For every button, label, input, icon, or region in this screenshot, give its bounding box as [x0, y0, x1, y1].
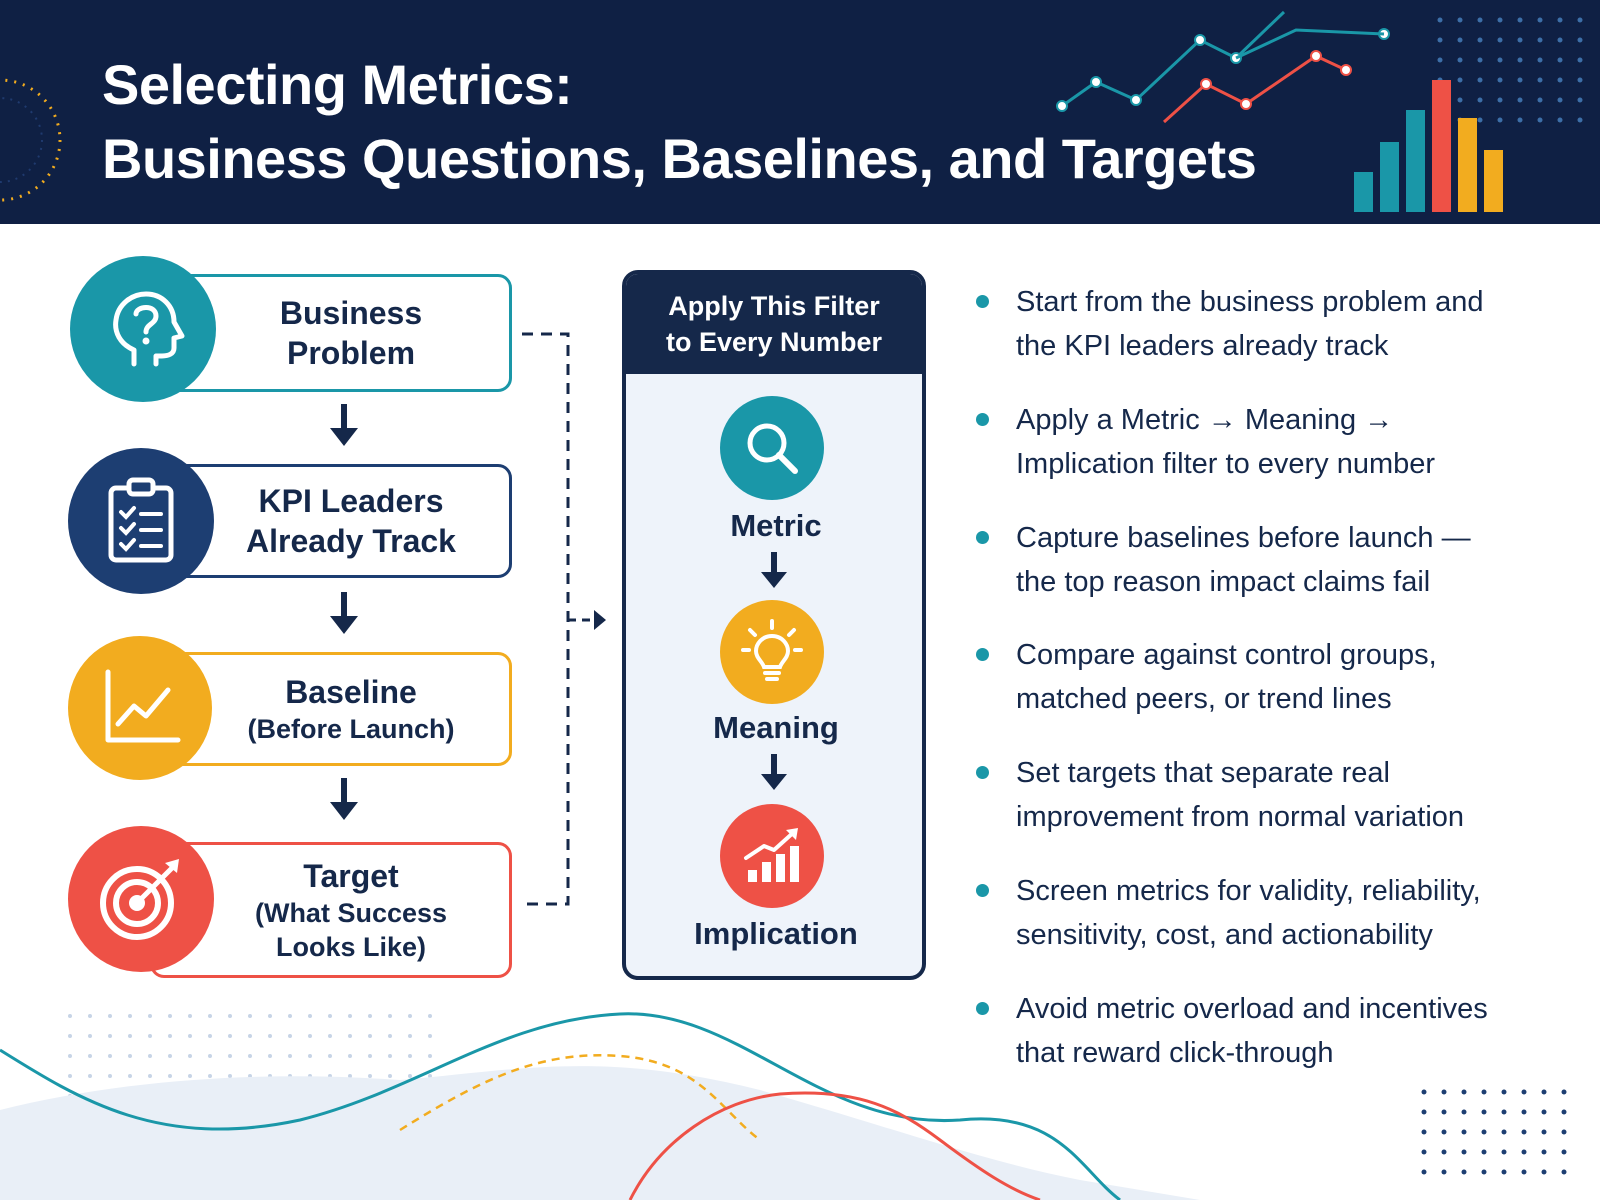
bottom-wave-decoration [0, 1012, 1567, 1200]
down-arrow-icon [330, 404, 358, 446]
filter-step-metric: Metric [730, 508, 822, 543]
filter-panel-header: Apply This Filter to Every Number [626, 274, 922, 374]
flow-box-baseline: Baseline (Before Launch) [150, 652, 512, 766]
title-line-2: Business Questions, Baselines, and Targe… [102, 127, 1257, 190]
lightbulb-icon [720, 600, 824, 704]
target-arrow-icon [68, 826, 214, 972]
head-question-icon [70, 256, 216, 402]
dotted-arc-decoration [0, 78, 62, 202]
magnifier-icon [720, 396, 824, 500]
flow-label-line-1: Target [303, 858, 399, 894]
dashed-connector [522, 332, 606, 906]
bullet-dot [976, 531, 989, 544]
flow-label-line-1: Business [279, 295, 423, 331]
teal-trend-line [1061, 10, 1286, 108]
flow-label-line-2: Problem [286, 335, 416, 371]
down-arrow-icon [761, 552, 787, 588]
flow-label-line-1: KPI Leaders [258, 483, 444, 519]
bullet-dot [976, 884, 989, 897]
filter-header-line-1: Apply This Filter [668, 291, 880, 321]
bullet-text: Apply a Metric → Meaning →Implication fi… [1016, 404, 1436, 480]
flow-label-line-2: (What Success [254, 898, 448, 928]
clipboard-checklist-icon [68, 448, 214, 594]
flow-label-line-2: Already Track [246, 523, 456, 559]
page-title: Selecting Metrics: Business Questions, B… [102, 48, 1257, 196]
filter-step-meaning: Meaning [713, 710, 839, 745]
flow-label-line-3: Looks Like) [275, 932, 427, 962]
title-line-1: Selecting Metrics: [102, 53, 573, 116]
bullet-dot [976, 648, 989, 661]
flow-label-line-2: (Before Launch) [247, 714, 455, 744]
filter-step-implication: Implication [694, 916, 858, 951]
flow-box-business-problem: Business Problem [150, 274, 512, 392]
bullet-text: Capture baselines before launch —the top… [1016, 522, 1471, 598]
down-arrow-icon [761, 754, 787, 790]
flow-label-line-1: Baseline [285, 674, 417, 710]
header-decoration [0, 10, 1583, 212]
line-chart-icon [68, 636, 212, 780]
growth-chart-icon [720, 804, 824, 908]
bullet-dot [976, 766, 989, 779]
bullet-text: Compare against control groups,matched p… [1016, 639, 1437, 715]
bullet-text: Screen metrics for validity, reliability… [1016, 875, 1481, 951]
filter-header-line-2: to Every Number [665, 327, 883, 357]
down-arrow-icon [330, 592, 358, 634]
header-banner: Selecting Metrics: Business Questions, B… [0, 0, 1600, 224]
bullet-dot [976, 413, 989, 426]
bullet-dot [976, 1002, 989, 1015]
down-arrow-icon [330, 778, 358, 820]
dot-grid-decoration [1437, 17, 1583, 123]
bar-chart-decoration [1354, 80, 1503, 212]
filter-panel: Apply This Filter to Every Number Metric… [622, 270, 926, 980]
bullet-dot [976, 295, 989, 308]
